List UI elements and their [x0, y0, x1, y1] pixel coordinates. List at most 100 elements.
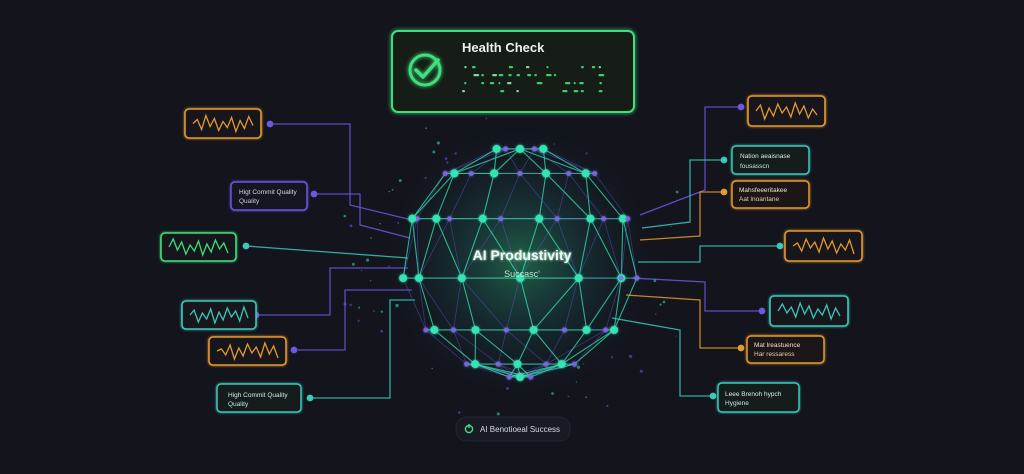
particle	[551, 392, 554, 395]
status-dot	[516, 90, 519, 92]
particle	[425, 127, 427, 129]
mesh-node	[634, 275, 639, 280]
particle	[358, 307, 360, 309]
label-right-3[interactable]: Mat lreastuence Har ressaress	[747, 336, 824, 363]
status-dot	[599, 82, 602, 84]
mesh-node	[458, 274, 466, 282]
mesh-node	[516, 145, 524, 153]
mesh-node	[513, 360, 521, 368]
particle	[659, 224, 661, 226]
status-dot	[462, 90, 465, 92]
mesh-node	[528, 374, 533, 379]
label-line: Quality	[228, 401, 249, 408]
particle	[357, 320, 359, 322]
label-line: High Commit Quality	[228, 392, 288, 399]
particle	[497, 412, 500, 415]
waveform-box[interactable]	[185, 109, 261, 138]
connector-dot	[307, 395, 314, 402]
status-dot	[492, 74, 497, 76]
particle	[663, 301, 666, 304]
mesh-node	[498, 216, 503, 221]
status-dot	[574, 90, 579, 92]
mesh-node	[532, 146, 537, 151]
label-quality-left-2[interactable]: High Commit Quality Quality	[217, 384, 301, 412]
mesh-node	[490, 169, 498, 177]
status-dot	[562, 90, 567, 92]
status-dot	[481, 74, 484, 76]
particle	[389, 191, 390, 192]
mesh-node	[535, 215, 543, 223]
mesh-node	[625, 216, 630, 221]
connector-dot	[777, 243, 784, 250]
status-dot	[592, 66, 596, 68]
waveform-box[interactable]	[785, 231, 862, 261]
particle	[485, 117, 487, 119]
waveform-box[interactable]	[161, 233, 236, 261]
mesh-node	[601, 216, 606, 221]
mesh-node	[451, 327, 456, 332]
connector-dot	[721, 157, 728, 164]
particle	[671, 226, 672, 227]
footer-status-pill[interactable]: AI Benotioeal Success	[456, 417, 570, 441]
particle	[352, 263, 355, 266]
waveform-box[interactable]	[182, 301, 256, 329]
label-quality-left-1[interactable]: Higt Commit Quality Quality	[231, 182, 307, 210]
connector-dot	[738, 104, 745, 111]
status-dot	[472, 66, 476, 68]
status-dot	[599, 66, 601, 68]
mesh-node	[415, 274, 423, 282]
mesh-node	[610, 326, 618, 334]
mesh-node	[471, 360, 479, 368]
mesh-node	[450, 169, 458, 177]
mesh-node	[572, 362, 577, 367]
particle	[380, 330, 383, 333]
status-dot	[473, 74, 479, 76]
particle	[343, 303, 346, 306]
particle	[349, 304, 351, 306]
label-right-2[interactable]: Mahsfeeeritakee Aat lnoantane	[732, 181, 809, 208]
mesh-node	[582, 169, 590, 177]
particle	[392, 189, 394, 191]
mesh-node	[430, 326, 438, 334]
mesh-node	[471, 326, 479, 334]
particle	[659, 304, 661, 306]
particle	[361, 270, 362, 271]
mesh-node	[542, 169, 550, 177]
label-line: Higt Commit Quality	[239, 189, 298, 196]
status-dot	[499, 74, 504, 76]
connector-dot	[311, 191, 318, 198]
mesh-node	[517, 171, 522, 176]
particle	[432, 151, 435, 154]
mesh-node	[423, 327, 428, 332]
particle	[583, 363, 584, 364]
status-dot	[526, 66, 530, 68]
connector-dot	[710, 393, 717, 400]
mesh-node	[408, 215, 416, 223]
particle	[388, 266, 390, 268]
label-right-1[interactable]: Nation aeaisnase fousasscn	[732, 146, 809, 174]
particle	[586, 152, 588, 154]
mesh-node	[432, 215, 440, 223]
mesh-node	[443, 171, 448, 176]
waveform-box[interactable]	[209, 337, 286, 365]
particle	[576, 381, 577, 382]
waveform-box[interactable]	[748, 96, 825, 126]
waveform-box[interactable]	[770, 296, 848, 326]
status-dot	[574, 82, 576, 84]
status-dot	[509, 66, 513, 68]
particle	[611, 356, 613, 358]
footer-label: AI Benotioeal Success	[480, 425, 560, 434]
label-line: Mat lreastuence	[754, 342, 801, 349]
mesh-node	[603, 327, 608, 332]
status-dot	[537, 82, 543, 84]
particle	[370, 280, 371, 281]
mesh-node	[504, 327, 509, 332]
label-right-4[interactable]: Leee Brenoh hypch Hygiene	[718, 383, 799, 412]
mesh-node	[586, 215, 594, 223]
mesh-node	[464, 362, 469, 367]
health-check-panel[interactable]: Health Check	[392, 31, 634, 112]
label-line: fousasscn	[740, 163, 770, 170]
status-dot	[581, 66, 584, 68]
